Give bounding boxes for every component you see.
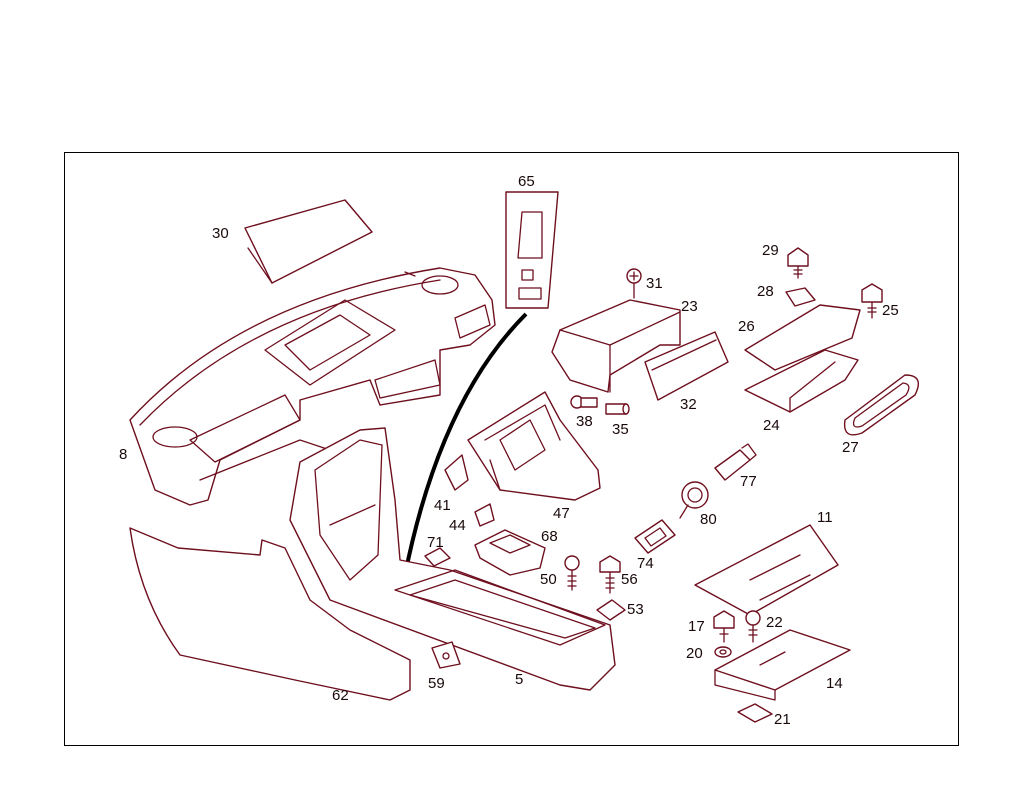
callout-31: 31 — [646, 275, 663, 292]
part-71-clip — [424, 547, 451, 567]
callout-71: 71 — [427, 534, 444, 551]
part-50-screw — [564, 555, 580, 591]
part-5-console — [289, 427, 616, 691]
callout-17: 17 — [688, 618, 705, 635]
part-74-bezel — [634, 519, 676, 554]
callout-74: 74 — [637, 555, 654, 572]
callout-68: 68 — [541, 528, 558, 545]
callout-14: 14 — [826, 675, 843, 692]
part-65-trim-plate — [505, 191, 559, 309]
part-25-bolt — [861, 283, 883, 319]
part-32-strip — [644, 331, 729, 401]
part-8-dashboard — [129, 267, 496, 506]
callout-23: 23 — [681, 298, 698, 315]
callout-65: 65 — [518, 173, 535, 190]
part-38-pin — [570, 395, 598, 409]
callout-labels: 65 30 31 23 29 28 25 26 8 38 35 32 24 27… — [119, 173, 899, 728]
callout-50: 50 — [540, 571, 557, 588]
part-29-bolt — [787, 247, 809, 279]
part-44-switch — [474, 503, 495, 527]
callout-47: 47 — [553, 505, 570, 522]
part-11-plate — [694, 524, 839, 616]
callout-26: 26 — [738, 318, 755, 335]
callout-62: 62 — [332, 687, 349, 704]
callout-21: 21 — [774, 711, 791, 728]
part-24-tray — [744, 349, 859, 413]
part-27-bezel — [843, 374, 919, 436]
part-41-plate — [444, 454, 469, 491]
callout-27: 27 — [842, 439, 859, 456]
part-17-bolt — [713, 610, 735, 643]
callout-11: 11 — [817, 509, 833, 526]
part-30-lid — [244, 199, 373, 284]
callout-5: 5 — [515, 671, 523, 688]
part-23-cover — [551, 299, 681, 393]
callout-38: 38 — [576, 413, 593, 430]
part-28-clip — [785, 287, 816, 307]
part-47-bracket — [467, 391, 601, 501]
part-77-socket — [714, 443, 757, 481]
part-26-cover — [744, 304, 861, 371]
callout-25: 25 — [882, 302, 899, 319]
callout-44: 44 — [449, 517, 466, 534]
part-22-screw — [745, 610, 761, 643]
part-56-screw — [599, 555, 621, 594]
callout-41: 41 — [434, 497, 451, 514]
callout-59: 59 — [428, 675, 445, 692]
callout-29: 29 — [762, 242, 779, 259]
part-14-plate — [714, 629, 851, 701]
part-59-clip — [431, 641, 461, 669]
part-21-clip — [737, 703, 773, 723]
diagram-frame — [64, 152, 959, 746]
callout-28: 28 — [757, 283, 774, 300]
callout-22: 22 — [766, 614, 783, 631]
callout-53: 53 — [627, 601, 644, 618]
callout-35: 35 — [612, 421, 629, 438]
callout-32: 32 — [680, 396, 697, 413]
part-62-panel — [129, 527, 411, 701]
part-35-plug — [605, 403, 630, 415]
callout-24: 24 — [763, 417, 780, 434]
part-31-screw — [626, 268, 642, 299]
callout-77: 77 — [740, 473, 757, 490]
callout-80: 80 — [700, 511, 717, 528]
callout-30: 30 — [212, 225, 229, 242]
part-68-switch — [474, 529, 546, 576]
callout-56: 56 — [621, 571, 638, 588]
callout-20: 20 — [686, 645, 703, 662]
part-80-lighter — [679, 481, 709, 519]
part-20-washer — [714, 646, 732, 658]
callout-8: 8 — [119, 446, 127, 463]
part-53-clip — [596, 599, 626, 621]
